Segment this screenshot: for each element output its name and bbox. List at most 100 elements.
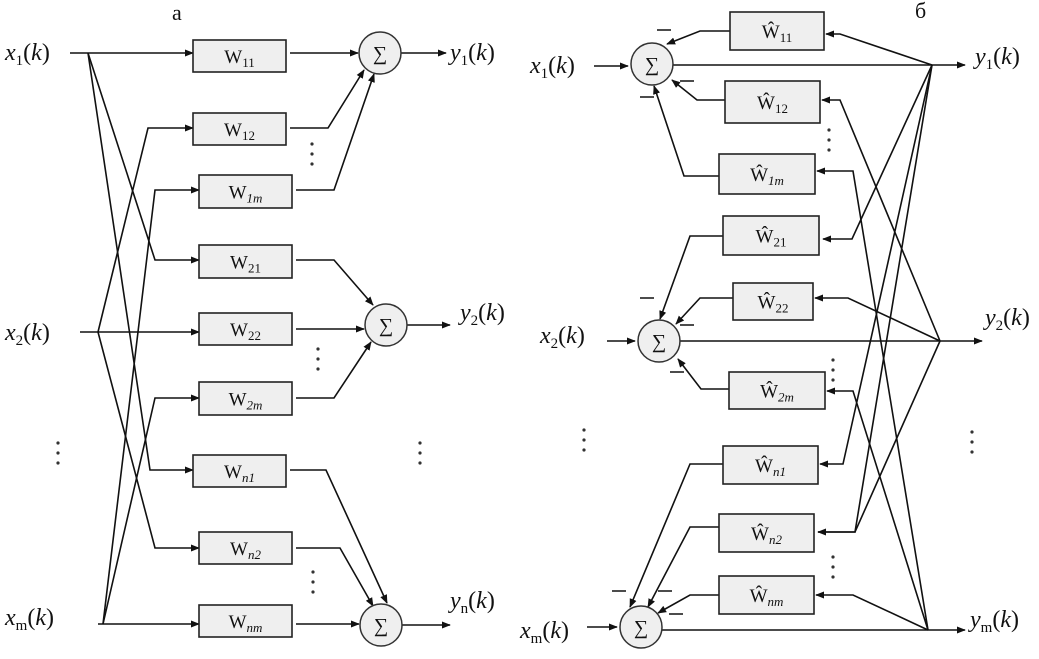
input-label-a-2: x2(k) [4,320,50,349]
weight-box [198,244,293,279]
weight-label: Ŵ21 [756,226,787,250]
edge-bw2m-sum2 [677,358,729,390]
edge-bw21-sum2 [659,235,723,320]
panel-a-connections [56,49,451,629]
edge-y2-bw12 [821,96,941,342]
summation-circle [359,603,403,647]
sum-node-b-1: ∑ [630,42,674,86]
input-label-a-3: xm(k) [4,605,54,634]
input-label-b-1: x1(k) [529,53,575,82]
weight-label: Wnm [229,612,263,635]
edge-ym-bwnm [815,591,929,631]
output-label-a-2: y2(k) [458,300,505,329]
ellipsis-b-1 [827,128,831,152]
weight-a-11: W11 [192,39,287,73]
weight-box [192,39,287,73]
weight-box [192,454,287,488]
weight-a-n2: Wn2 [198,531,293,565]
weight-b-n2: Ŵn2 [718,513,815,553]
weight-b-1m: Ŵ1m [718,153,816,195]
sum-node-a-1: ∑ [358,31,402,75]
edge-x1-wn1 [87,52,194,474]
weight-label: Ŵ2m [760,381,794,405]
weight-label: Ŵ11 [762,21,792,45]
weight-a-12: W12 [192,112,287,146]
weight-box [192,112,287,146]
edge-y1-bw21 [822,64,933,243]
weight-box [728,371,826,410]
weight-a-21: W21 [198,244,293,279]
sum-node-a-2: ∑ [364,303,408,347]
weight-a-n1: Wn1 [192,454,287,488]
edge-w12-sum1 [290,69,365,129]
output-label-a-3: yn(k) [448,588,495,617]
edge-y2-bw22 [814,294,941,342]
sigma-icon: ∑ [379,315,393,337]
output-label-b-1: y1(k) [973,44,1020,73]
ellipsis-b-outputs [970,430,974,454]
edge-bwn1-sum3 [629,463,723,608]
edge-bw11-sum1 [666,30,730,45]
weight-a-2m: W2m [198,381,293,416]
weight-label: Ŵn1 [755,455,786,479]
ellipsis-a-3 [311,570,315,594]
summation-circle [358,31,402,75]
summation-circle [630,42,674,86]
edge-ym-bw1m [816,167,929,631]
summation-circle [364,303,408,347]
diagram-nodes: аx1(k)x2(k)xm(k)W11W12W1mW21W22W2mWn1Wn2… [4,0,1030,649]
weight-label: Ŵ12 [757,92,788,116]
edge-w21-sum2 [296,259,374,306]
edge-w1m-sum1 [296,73,375,191]
ellipsis-a-1 [310,142,314,166]
weight-b-n1: Ŵn1 [722,445,819,485]
weight-label: Ŵ22 [758,292,789,316]
weight-b-nm: Ŵnm [718,575,815,615]
weight-box [198,604,293,638]
ellipsis-b-3 [831,555,835,579]
weight-b-21: Ŵ21 [722,215,820,256]
weight-box [729,11,825,51]
weight-label: Wn2 [230,539,261,562]
ellipsis-a-inputs [56,441,60,465]
edge-wn2-sum3 [296,547,374,607]
weight-label: W2m [229,390,263,413]
sigma-icon: ∑ [645,54,659,76]
weight-label: Wn1 [224,462,255,485]
sigma-icon: ∑ [374,615,388,637]
weight-box [198,174,293,209]
weight-b-11: Ŵ11 [729,11,825,51]
weight-box [198,381,293,416]
weight-a-nm: Wnm [198,604,293,638]
sum-node-b-3: ∑ [619,605,663,649]
ellipsis-b-inputs [582,428,586,452]
edge-y1-bwn1 [819,64,933,468]
edge-y1-bw11 [825,30,933,66]
weight-box [198,531,293,565]
edge-ym-bw2m [826,387,929,631]
edge-bwnm-sum3 [657,594,719,614]
weight-box [724,80,821,124]
ellipsis-a-2 [316,347,320,371]
weight-label: W11 [224,47,254,70]
output-label-b-3: ym(k) [968,607,1019,636]
weight-label: W22 [230,320,261,343]
weight-a-22: W22 [198,312,293,346]
sigma-icon: ∑ [373,43,387,65]
weight-b-2m: Ŵ2m [728,371,826,410]
summation-circle [637,319,681,363]
weight-label: Ŵnm [750,585,784,609]
panel-b-label: б [915,0,926,23]
weight-box [722,215,820,256]
summation-circle [619,605,663,649]
edge-x2-wn2 [97,331,200,552]
edge-bw12-sum1 [671,79,725,101]
ellipsis-a-outputs [418,441,422,465]
weight-b-12: Ŵ12 [724,80,821,124]
sigma-icon: ∑ [652,331,666,353]
sum-node-a-3: ∑ [359,603,403,647]
panel-b-connections [582,29,983,634]
ellipsis-b-2 [831,358,835,382]
